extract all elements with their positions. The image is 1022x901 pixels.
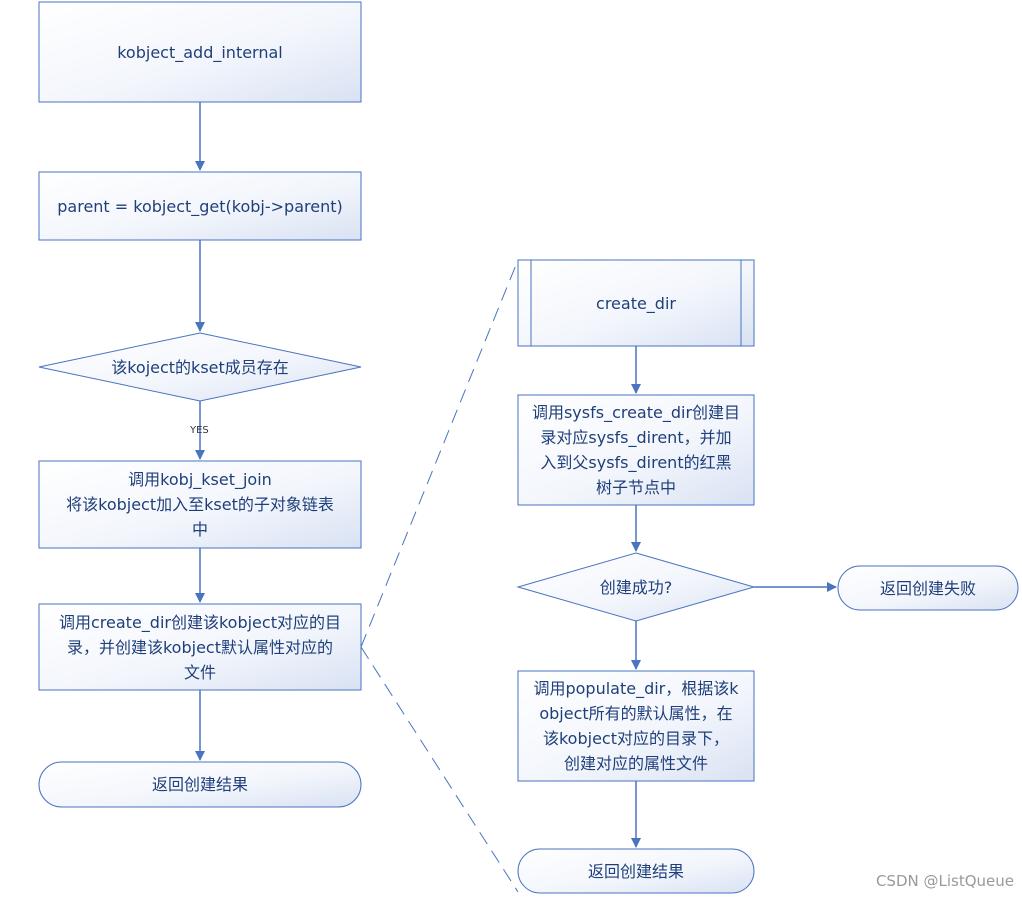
dashed-connector-bottom bbox=[360, 646, 519, 893]
decision-kset-exists-shape bbox=[38, 332, 362, 402]
node-kobject-get-box bbox=[38, 171, 362, 241]
yes-label: YES bbox=[190, 425, 209, 436]
terminal-right-return-shape bbox=[517, 848, 755, 894]
watermark: CSDN @ListQueue bbox=[875, 872, 1014, 890]
subprocess-create-dir-box bbox=[517, 259, 755, 347]
node-populate-dir-box bbox=[517, 670, 755, 782]
dashed-connector-top bbox=[360, 259, 519, 648]
terminal-fail-shape bbox=[837, 565, 1019, 611]
node-sysfs-create-dir-box bbox=[517, 394, 755, 506]
decision-create-success-shape bbox=[516, 552, 756, 622]
terminal-left-return-shape bbox=[38, 761, 362, 808]
node-kobject-add-internal-box bbox=[38, 1, 362, 103]
node-kobj-kset-join-box bbox=[38, 460, 362, 549]
node-create-dir-call-box bbox=[38, 603, 362, 691]
